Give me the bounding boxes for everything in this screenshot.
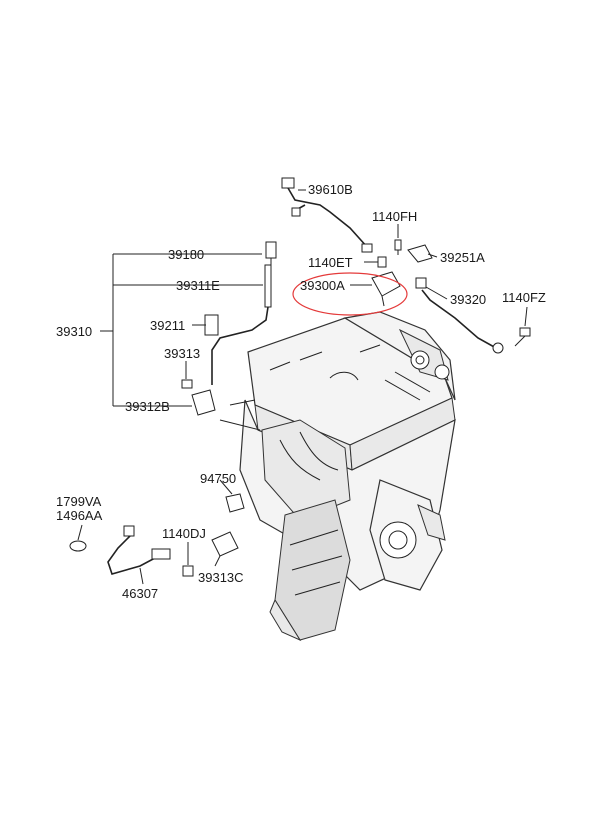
- label-1140et: 1140ET: [308, 255, 353, 270]
- label-39320: 39320: [450, 292, 486, 307]
- bolt-1140et: [377, 256, 387, 268]
- bolt-1140fh: [394, 239, 402, 255]
- sensor-39313c: [211, 531, 239, 557]
- label-1140dj: 1140DJ: [162, 526, 206, 541]
- label-39313: 39313: [164, 346, 200, 361]
- bracket-39211: [204, 314, 219, 336]
- sensor-39251a: [407, 244, 433, 263]
- sensor-harness-39610b: [281, 177, 373, 253]
- label-39180: 39180: [168, 247, 204, 262]
- label-1496aa: 1496AA: [56, 508, 103, 523]
- label-39610b: 39610B: [308, 182, 353, 197]
- bolt-1140fz: [514, 327, 531, 347]
- label-39300a: 39300A: [300, 278, 345, 293]
- label-1140fz: 1140FZ: [502, 290, 546, 305]
- label-39313c: 39313C: [198, 570, 244, 585]
- sensor-94750: [225, 493, 245, 513]
- bolt-39313: [181, 379, 193, 389]
- label-94750: 94750: [200, 471, 236, 486]
- clip-1799va-1496aa: [69, 540, 87, 552]
- bolt-1140dj: [182, 565, 194, 577]
- label-39310: 39310: [56, 324, 92, 339]
- engine-assembly: [219, 311, 456, 642]
- sensor-46307: [107, 525, 171, 575]
- sensor-39300a: [371, 271, 401, 307]
- part-labels: 39610B 1140FH 39180 1140ET 39251A 39311E…: [56, 182, 546, 601]
- highlight-circle: [292, 272, 408, 316]
- tube-39311e: [211, 264, 272, 385]
- sensor-39180: [265, 241, 277, 265]
- label-39312b: 39312B: [125, 399, 170, 414]
- label-39211: 39211: [150, 318, 185, 333]
- label-1799va: 1799VA: [56, 494, 102, 509]
- label-46307: 46307: [122, 586, 158, 601]
- label-39311e: 39311E: [176, 278, 220, 293]
- label-1140fh: 1140FH: [372, 209, 417, 224]
- leader-lines: [77, 189, 528, 585]
- wire-39320: [415, 277, 504, 354]
- bracket-39312b: [191, 389, 216, 416]
- label-39251a: 39251A: [440, 250, 485, 265]
